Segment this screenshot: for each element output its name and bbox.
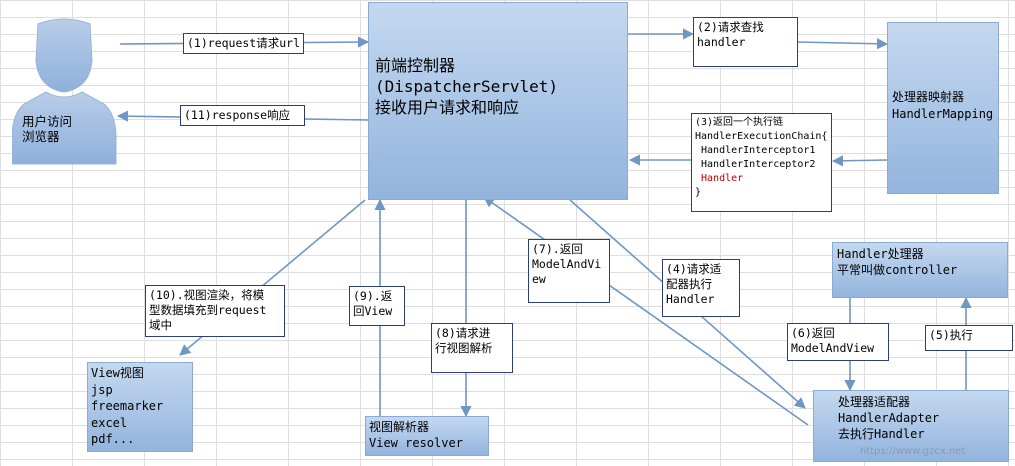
arrow-to-mapping <box>797 38 889 50</box>
step3-line: (3)返回一个执行链 <box>695 117 784 128</box>
view-title: View视图 <box>91 366 144 380</box>
step1-label: (1)request请求url <box>183 33 305 54</box>
user-browser-label: 用户访问 浏览器 <box>22 114 82 144</box>
step6-line: ModelAndView <box>791 341 875 355</box>
step1-text: (1)request请求url <box>187 36 301 50</box>
handler-box: Handler处理器 平常叫做controller <box>832 242 1008 298</box>
step4-line: 配器执行 <box>666 277 712 291</box>
step7-line: ew <box>532 272 546 286</box>
step3-line: HandlerInterceptor1 <box>695 145 816 156</box>
step4-line: (4)请求适 <box>666 262 722 276</box>
step10-line: 型数据填充到request <box>149 303 267 317</box>
step7-label: (7).返回 ModelAndVi ew <box>528 239 610 303</box>
watermark: https://www.gzcx.net <box>860 446 965 457</box>
controller-title: 前端控制器 <box>375 56 456 75</box>
view-box: View视图 jsp freemarker excel pdf... <box>87 362 193 452</box>
adapter-class: HandlerAdapter <box>838 411 940 425</box>
step2-line: (2)请求查找 <box>697 20 764 34</box>
step3-highlight: Handler <box>695 173 744 184</box>
step6-label: (6)返回 ModelAndView <box>787 323 889 361</box>
user-label-line: 用户访问 <box>22 114 73 129</box>
step2-line: handler <box>697 35 746 49</box>
step11-label: (11)response响应 <box>180 105 305 126</box>
step2-label: (2)请求查找 handler <box>693 17 798 67</box>
step4-line: Handler <box>666 292 715 306</box>
controller-desc: 接收用户请求和响应 <box>375 98 520 117</box>
controller-class: (DispatcherServlet) <box>375 77 559 96</box>
view-item: excel <box>91 415 128 430</box>
handler-title: Handler处理器 <box>837 247 924 261</box>
step3-label: (3)返回一个执行链 HandlerExecutionChain{ Handle… <box>691 113 832 212</box>
view-item: jsp <box>91 382 113 397</box>
view-item: pdf... <box>91 432 135 446</box>
step10-line: (10).视图渲染，将模 <box>149 288 265 302</box>
step8-label: (8)请求进 行视图解析 <box>431 323 513 373</box>
arrow-adapter-return <box>483 196 809 426</box>
step3-line: } <box>695 187 702 198</box>
adapter-title: 处理器适配器 <box>838 395 911 409</box>
view-resolver-box: 视图解析器 View resolver <box>365 416 489 456</box>
mapping-title: 处理器映射器 <box>892 90 965 104</box>
handler-mapping-box: 处理器映射器 HandlerMapping <box>887 22 999 194</box>
resolver-title: 视图解析器 <box>369 420 430 434</box>
step6-line: (6)返回 <box>791 326 835 340</box>
step9-label: (9).返 回View <box>349 286 405 326</box>
user-label-line: 浏览器 <box>22 129 60 144</box>
view-item: freemarker <box>91 399 164 413</box>
adapter-desc: 去执行Handler <box>838 427 925 441</box>
step11-text: (11)response响应 <box>184 108 291 122</box>
dispatcher-servlet-box: 前端控制器 (DispatcherServlet) 接收用户请求和响应 <box>368 2 628 200</box>
step10-label: (10).视图渲染，将模 型数据填充到request 域中 <box>145 285 285 337</box>
handler-adapter-box: 处理器适配器 HandlerAdapter 去执行Handler <box>813 390 1009 462</box>
arrow-mapping-return <box>831 155 888 167</box>
step5-label: (5)执行 <box>925 325 1013 351</box>
step5-text: (5)执行 <box>929 328 973 342</box>
step7-line: ModelAndVi <box>532 257 602 271</box>
step9-line: (9).返 <box>353 289 393 303</box>
step9-line: 回View <box>353 304 393 318</box>
step4-label: (4)请求适 配器执行 Handler <box>662 259 740 317</box>
mapping-class: HandlerMapping <box>892 107 994 121</box>
watermark-text: https://www.gzcx.net <box>860 446 966 457</box>
step8-line: (8)请求进 <box>435 326 491 340</box>
step7-line: (7).返回 <box>532 242 583 256</box>
step8-line: 行视图解析 <box>435 341 493 355</box>
resolver-class: View resolver <box>369 436 463 450</box>
step3-line: HandlerInterceptor2 <box>695 159 816 170</box>
step3-line: HandlerExecutionChain{ <box>695 131 828 142</box>
handler-desc: 平常叫做controller <box>837 263 958 277</box>
user-icon <box>12 18 117 165</box>
step10-line: 域中 <box>149 318 172 332</box>
